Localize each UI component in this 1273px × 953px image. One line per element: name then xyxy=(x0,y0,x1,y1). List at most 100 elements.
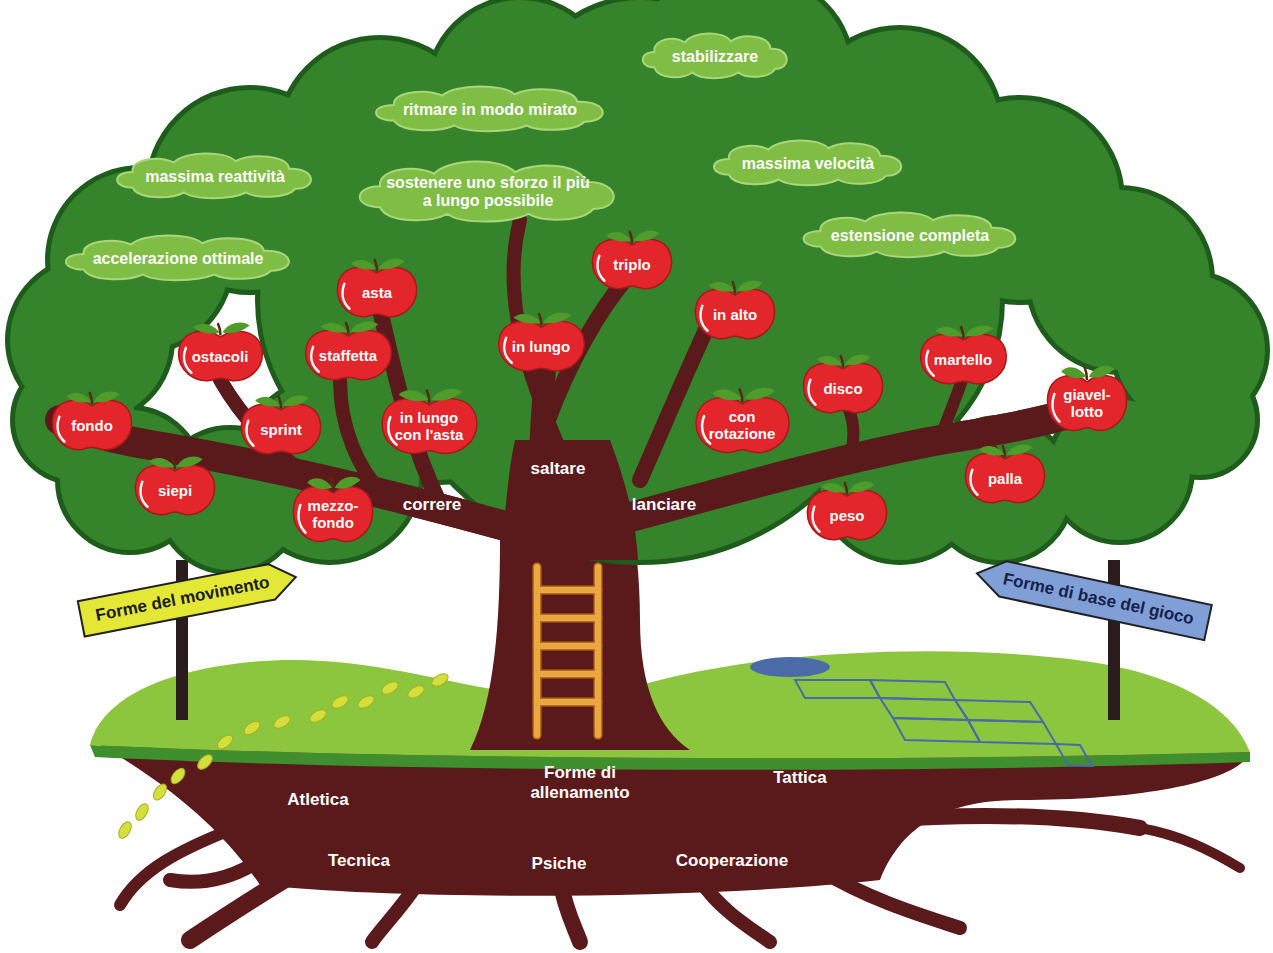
apple-highlight xyxy=(141,482,148,507)
apple-stem xyxy=(739,388,742,402)
apple-label: in lungo con l'asta xyxy=(387,409,471,444)
cloud-fill xyxy=(360,161,614,221)
apple-leaf xyxy=(965,326,993,337)
signpost: Forme di base del gioco xyxy=(970,553,1214,642)
apple-node: disco xyxy=(800,352,886,414)
apple-fill xyxy=(337,267,416,316)
apple-label: asta xyxy=(362,284,392,301)
apple-leaf xyxy=(606,232,631,242)
leaf-cloud: sostenere uno sforzo il più a lungo poss… xyxy=(353,157,623,224)
hopscotch-oval xyxy=(750,657,830,677)
cloud-text: sostenere uno sforzo il più a lungo poss… xyxy=(381,174,596,211)
apple-label: disco xyxy=(823,380,862,397)
apple-highlight xyxy=(598,256,605,281)
apple-node: giavel- lotto xyxy=(1044,363,1130,432)
apple-leaf xyxy=(177,457,203,468)
apple-label: in alto xyxy=(713,306,757,323)
tree-label: correre xyxy=(403,495,462,515)
apple-fill xyxy=(178,331,262,380)
apple-leaf xyxy=(193,324,219,334)
tree-label: Tattica xyxy=(773,768,827,788)
apple-node: mezzo- fondo xyxy=(290,474,376,543)
apple-stem xyxy=(217,323,220,335)
apple-stem xyxy=(629,231,632,243)
apple-leaf xyxy=(351,260,376,270)
apple-leaf xyxy=(543,313,571,324)
tree-label: saltare xyxy=(531,459,586,479)
apple-leaf xyxy=(1007,445,1033,456)
cloud-text: ritmare in modo mirato xyxy=(403,101,577,119)
apple-highlight xyxy=(343,284,350,309)
cloud-text: massima reattività xyxy=(145,168,285,186)
apple-label: mezzo- fondo xyxy=(291,497,375,532)
apple-leaf xyxy=(66,393,91,403)
apple-highlight xyxy=(247,421,254,446)
apple-stem xyxy=(840,355,843,367)
apple-leaf xyxy=(350,322,378,333)
apple-stem xyxy=(374,259,377,271)
apple-leaf xyxy=(513,314,540,324)
canopy xyxy=(10,0,1265,570)
apple-highlight xyxy=(926,351,933,376)
signpost: Forme del movimento xyxy=(75,557,302,639)
leaf-cloud: massima reattività xyxy=(112,150,318,200)
apple-leaf xyxy=(935,327,962,337)
apple-stem xyxy=(732,281,735,293)
apple-fill xyxy=(498,321,584,370)
cloud-fill xyxy=(803,212,1015,257)
apple-fill xyxy=(52,400,131,449)
apple-fill xyxy=(803,363,882,412)
apple-node: triplo xyxy=(589,228,675,290)
footprints xyxy=(116,671,450,840)
apple-fill xyxy=(382,398,477,453)
cloud-text: estensione completa xyxy=(831,227,989,245)
apple-node: siepi xyxy=(132,454,218,516)
apple-leaf xyxy=(1061,367,1086,378)
apple-highlight xyxy=(1053,394,1060,422)
apple-leaf xyxy=(712,389,741,400)
apple-leaf xyxy=(283,396,309,407)
cloud-text: massima velocità xyxy=(742,155,875,173)
apple-label: fondo xyxy=(71,417,113,434)
cloud-fill xyxy=(117,153,311,198)
apple-label: in lungo xyxy=(512,338,570,355)
apple-label: siepi xyxy=(158,482,192,499)
apple-stem xyxy=(1084,366,1087,380)
apple-leaf xyxy=(222,323,249,334)
apple-stem xyxy=(844,482,847,494)
tree-label: Psiche xyxy=(532,854,587,874)
apple-leaf xyxy=(821,483,846,493)
apple-highlight xyxy=(813,507,820,532)
apple-leaf xyxy=(849,482,875,493)
canopy-outline xyxy=(10,0,1265,570)
ladder xyxy=(537,567,598,735)
apple-node: in lungo con l'asta xyxy=(378,386,481,455)
apple-node: asta xyxy=(334,256,420,318)
apple-node: in lungo xyxy=(495,310,588,372)
apple-stem xyxy=(1002,445,1005,457)
apple-leaf xyxy=(94,392,120,403)
cloud-fill xyxy=(642,33,786,78)
apple-fill xyxy=(305,330,391,379)
apple-stem xyxy=(345,322,348,334)
apple-node: ostacoli xyxy=(175,320,266,382)
apple-label: giavel- lotto xyxy=(1045,386,1129,421)
apple-label: ostacoli xyxy=(192,348,249,365)
apple-stem xyxy=(960,326,963,338)
leaf-cloud: ritmare in modo mirato xyxy=(370,83,611,133)
apple-node: con rotazione xyxy=(692,385,793,454)
cloud-text: accelerazione ottimale xyxy=(93,250,264,268)
apple-label: martello xyxy=(934,351,992,368)
apple-leaf xyxy=(149,458,174,468)
cloud-fill xyxy=(376,86,603,131)
apple-leaf xyxy=(1089,365,1115,377)
apple-fill xyxy=(965,453,1044,502)
tree-label: Atletica xyxy=(287,790,348,810)
apple-highlight xyxy=(809,380,816,405)
apple-node: palla xyxy=(962,442,1048,504)
apple-fill xyxy=(807,490,886,539)
tree-label: Cooperazione xyxy=(676,851,788,871)
apple-leaf xyxy=(335,476,361,488)
ladder-outline xyxy=(537,567,598,735)
apple-leaf xyxy=(431,388,462,400)
